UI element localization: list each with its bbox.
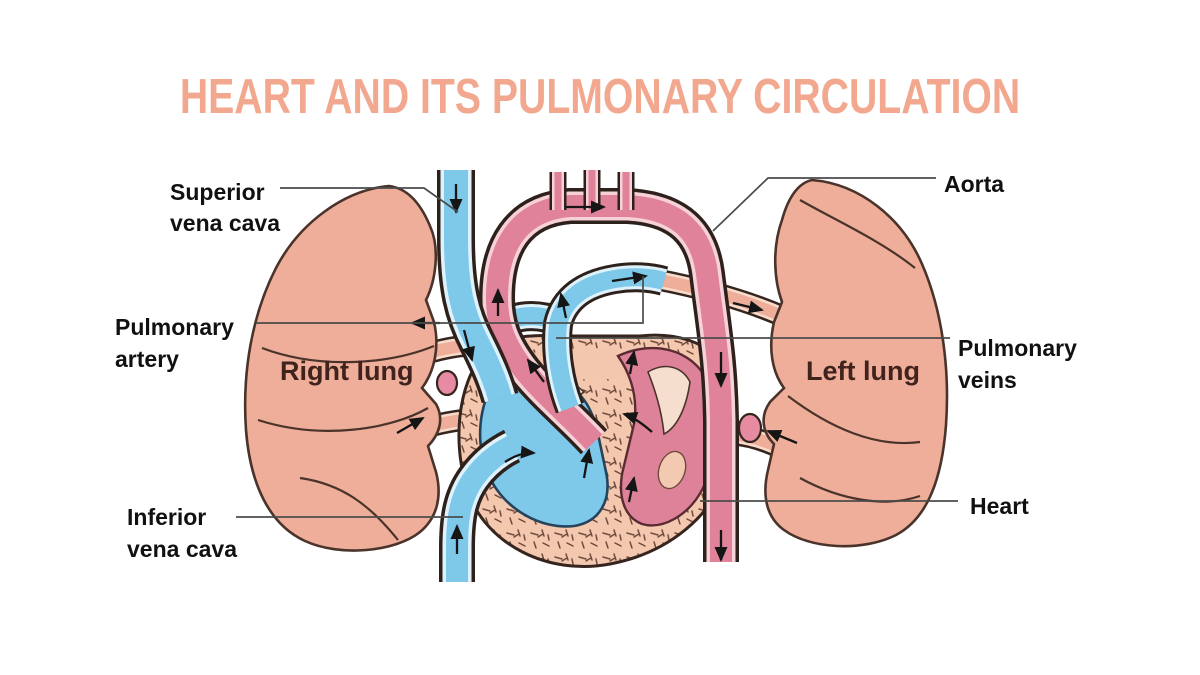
- valve-flap: [647, 365, 691, 436]
- label-heart: Heart: [970, 493, 1029, 519]
- lungs: [243, 178, 949, 552]
- label-pulmonary-veins: Pulmonary: [958, 335, 1077, 361]
- leader-line-superior-vena-cava: [280, 187, 459, 213]
- label-inferior-vena-cava: Inferior: [127, 504, 206, 530]
- flow-arrow: [766, 429, 798, 445]
- leader-line-aorta: [712, 177, 936, 232]
- flow-arrow: [504, 445, 536, 463]
- flow-arrow: [624, 476, 638, 503]
- right-lung-fissure-line: [299, 476, 399, 541]
- flow-arrow: [580, 448, 594, 479]
- label-pulmonary-veins: veins: [958, 367, 1017, 393]
- flow-arrow: [462, 329, 475, 362]
- leader-line-pulmonary-artery: [256, 276, 644, 324]
- flow-arrow: [622, 411, 653, 433]
- label-left-lung: Left lung: [806, 356, 920, 386]
- label-inferior-vena-cava: vena cava: [127, 536, 237, 562]
- pulmonary-vein-stub: [435, 369, 459, 397]
- flow-arrow: [732, 300, 764, 314]
- label-right-lung: Right lung: [280, 356, 413, 386]
- right-lung-fissure-line: [257, 407, 429, 432]
- leader-lines: [236, 177, 958, 518]
- flow-arrow: [396, 417, 425, 434]
- label-pulmonary-artery: Pulmonary: [115, 314, 234, 340]
- flow-arrow: [611, 271, 648, 285]
- flow-arrow: [625, 350, 639, 375]
- label-pulmonary-artery: artery: [115, 346, 179, 372]
- label-aorta: Aorta: [944, 171, 1004, 197]
- page-title: HEART AND ITS PULMONARY CIRCULATION: [180, 70, 1020, 124]
- right-lung-shape: [243, 184, 442, 552]
- label-superior-vena-cava: Superior: [170, 179, 265, 205]
- flow-arrow: [557, 292, 571, 319]
- left-lung-fissure-line: [799, 477, 921, 503]
- pulmonary-vein-stub: [737, 412, 763, 444]
- left-lung-fissure-line: [787, 395, 921, 445]
- left-lung-fissure-line: [799, 199, 916, 269]
- flow-arrow: [526, 358, 545, 383]
- left-lung-shape: [762, 178, 949, 548]
- label-superior-vena-cava: vena cava: [170, 210, 280, 236]
- labels: Superior vena cava Pulmonary artery Infe…: [115, 171, 1077, 562]
- papillary-muscle: [657, 450, 687, 490]
- right-lung-fissure-line: [261, 344, 435, 364]
